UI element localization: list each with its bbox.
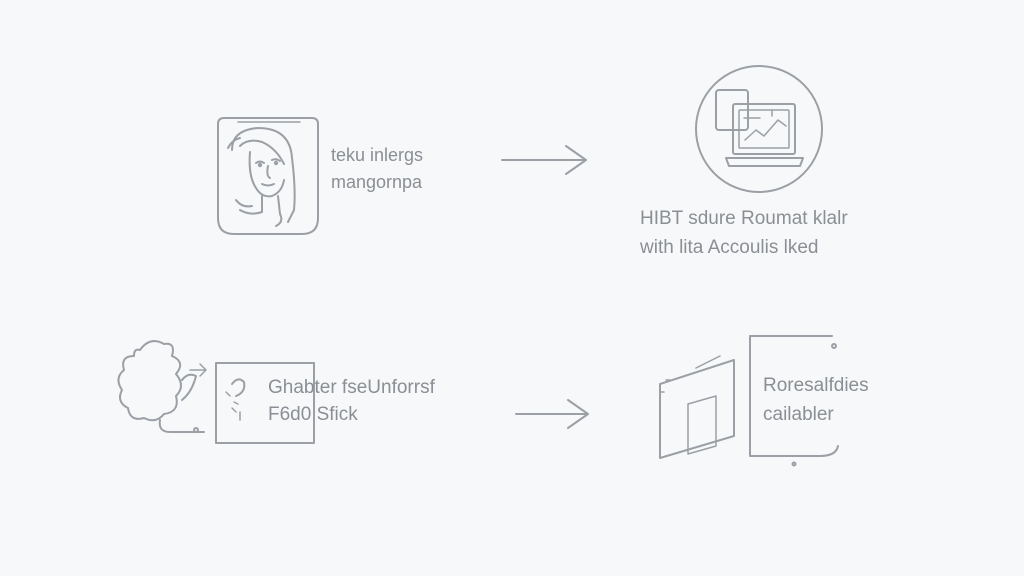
step-face-line-1: teku inlergs [331,145,424,165]
step-laptop-line-1: HIBT sdure Roumat klalr [640,208,848,229]
door-frame-icon [659,335,839,467]
person-portrait-icon [217,117,319,235]
step-frame-line-2: cailabler [763,404,834,425]
step-note-label: Ghabter fseUnforrsf F6d0 Sfick [268,374,435,428]
step-face-label: teku inlergs mangornpa [331,142,423,196]
step-note-line-2: F6d0 Sfick [268,404,358,425]
step-laptop-line-2: with lita Accoulis lked [640,237,819,258]
step-frame-line-1: Roresalfdies [763,375,869,396]
step-frame-label: Roresalfdies cailabler [763,371,869,429]
arrow-right-icon [515,399,589,429]
step-face-line-2: mangornpa [331,172,423,192]
sketch-cloud-icon [117,340,315,444]
laptop-chart-icon [695,65,823,193]
step-laptop-label: HIBT sdure Roumat klalr with lita Accoul… [640,204,848,262]
step-note-line-1: Ghabter fseUnforrsf [268,377,435,398]
arrow-right-icon [501,145,587,175]
